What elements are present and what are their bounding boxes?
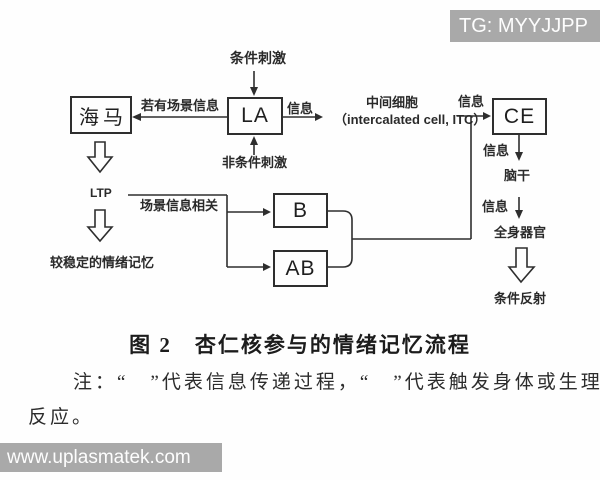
label-itc-english: （intercalated cell, ITC） — [334, 112, 487, 127]
label-conditioned-reflex: 条件反射 — [494, 291, 547, 306]
arrow-ce-to-brainstem — [515, 135, 523, 161]
label-if-context-info: 若有场景信息 — [141, 98, 220, 113]
line-ltp-branch — [128, 194, 228, 267]
arrow-branch-to-ab — [227, 263, 271, 271]
label-ltp: LTP — [90, 186, 112, 200]
label-conditioned-stimulus: 条件刺激 — [230, 50, 286, 66]
figure-caption: 图 2 杏仁核参与的情绪记忆流程 — [129, 333, 471, 357]
label-info-to-organs: 信息 — [482, 199, 509, 214]
note-line1: 注：“ ”代表信息传递过程，“ ”代表触发身体或生理 — [73, 372, 600, 393]
arrow-conditioned-stimulus-to-la — [250, 71, 258, 96]
label-stable-emotional-memory: 较稳定的情绪记忆 — [50, 255, 155, 270]
node-hippocampus: 海马 — [70, 96, 132, 134]
arrow-unconditioned-stimulus-to-la — [250, 136, 258, 155]
telegram-watermark: TG: MYYJJPP — [450, 10, 600, 42]
label-info-ce-in: 信息 — [458, 94, 485, 109]
block-arrow-organs-to-reflex — [507, 247, 536, 284]
arrow-brainstem-to-organs — [515, 197, 523, 219]
arrow-branch-to-b — [227, 208, 271, 216]
node-ce: CE — [492, 98, 547, 135]
arrow-la-to-hippocampus — [132, 113, 227, 121]
site-watermark: www.uplasmatek.com — [0, 443, 222, 472]
label-info-la-out: 信息 — [287, 101, 314, 116]
line-b-ab-merge-to-ce — [328, 116, 472, 268]
label-whole-body-organs: 全身器官 — [494, 225, 547, 240]
block-arrow-ltp-to-memory — [86, 209, 114, 243]
label-itc-chinese: 中间细胞 — [366, 95, 419, 110]
label-unconditioned-stimulus: 非条件刺激 — [222, 155, 288, 170]
label-brainstem: 脑干 — [504, 168, 531, 183]
block-arrow-hippocampus-to-ltp — [86, 141, 114, 174]
label-info-ce-out: 信息 — [483, 143, 510, 158]
node-ab: AB — [273, 250, 328, 287]
node-b: B — [273, 193, 328, 228]
arrow-la-to-itc — [283, 113, 323, 121]
node-la: LA — [227, 97, 283, 135]
note-line2: 反应。 — [28, 407, 95, 428]
label-context-info-related: 场景信息相关 — [140, 198, 219, 213]
